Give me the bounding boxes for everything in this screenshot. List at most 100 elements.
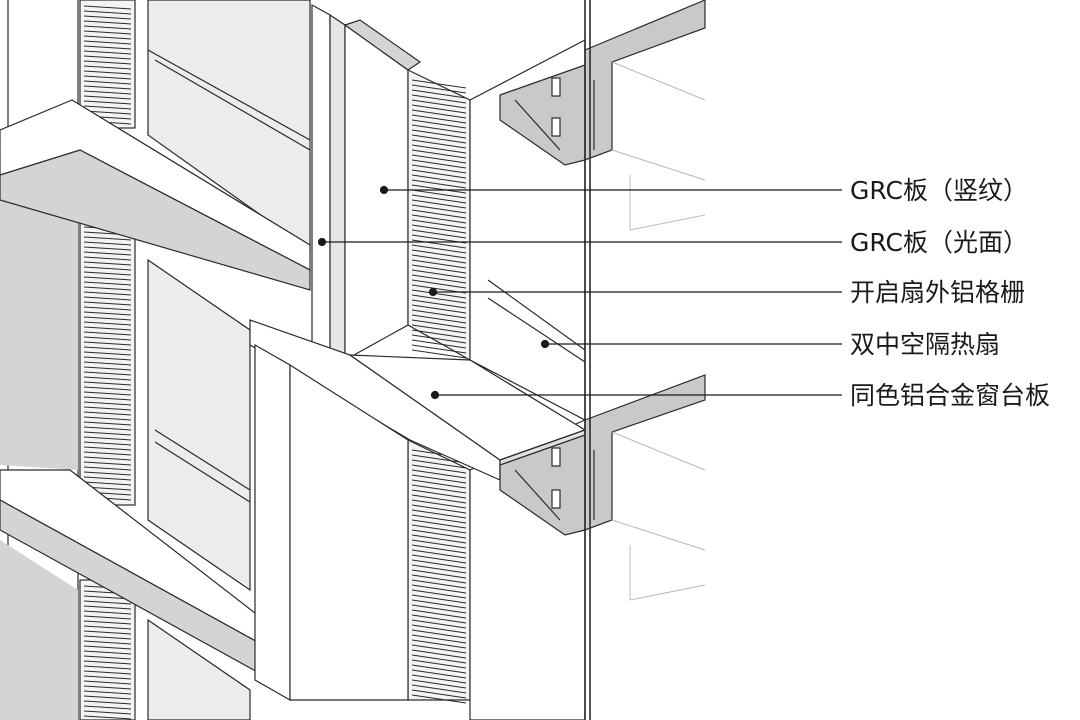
louver-slat	[83, 281, 132, 286]
louver-slat	[411, 479, 467, 489]
louver-slat	[83, 456, 132, 461]
louver-slat	[411, 204, 467, 214]
louver-slat	[83, 426, 132, 431]
louver-slat	[411, 339, 467, 349]
louver-slat	[83, 30, 132, 35]
louver-slat	[411, 224, 467, 234]
louver-slat	[411, 314, 467, 324]
louver-slat	[411, 169, 467, 179]
louver-slat	[411, 684, 467, 694]
louver-slat	[83, 461, 132, 466]
louver-slat	[83, 391, 132, 396]
louver-slat	[83, 610, 132, 615]
louver-slat	[83, 306, 132, 311]
louver-slat	[411, 229, 467, 239]
left-louver-lower	[79, 579, 136, 720]
louver-slat	[411, 324, 467, 334]
left-louver-upper	[79, 0, 136, 129]
louver-slat	[411, 559, 467, 569]
louver-slat	[411, 649, 467, 659]
louver-slat	[411, 279, 467, 289]
louver-slat	[83, 291, 132, 296]
louver-slat	[83, 336, 132, 341]
louver-slat	[83, 316, 132, 321]
louver-slat	[411, 114, 467, 124]
louver-slat	[411, 319, 467, 329]
louver-slat	[83, 251, 132, 256]
louver-slat	[411, 499, 467, 509]
louver-slat	[83, 436, 132, 441]
louver-slat	[411, 534, 467, 544]
louver-slat	[411, 84, 467, 94]
louver-slat	[83, 431, 132, 436]
louver-slat	[411, 469, 467, 479]
louver-slat	[83, 100, 132, 105]
louver-slat	[411, 154, 467, 164]
louver-slat	[411, 104, 467, 114]
louver-slat	[411, 674, 467, 684]
louver-slat	[411, 109, 467, 119]
louver-slat	[83, 640, 132, 645]
louver-slat	[411, 94, 467, 104]
louver-slat	[411, 129, 467, 139]
louver-slat	[83, 356, 132, 361]
louver-slat	[411, 139, 467, 149]
louver-slat	[83, 60, 132, 65]
louver-slat	[411, 529, 467, 539]
louver-slat	[411, 99, 467, 109]
louver-slat	[83, 655, 132, 660]
louver-slat	[83, 256, 132, 261]
window-panels-left	[147, 0, 311, 720]
louver-slat	[83, 40, 132, 45]
callout-leader-sill-board	[430, 390, 842, 400]
louver-slat	[411, 679, 467, 689]
louver-slat	[83, 446, 132, 451]
louver-slat	[411, 549, 467, 559]
louver-slat	[411, 474, 467, 484]
louver-slat	[83, 396, 132, 401]
louver-slat	[411, 484, 467, 494]
louver-slat	[83, 630, 132, 635]
louver-slat	[411, 669, 467, 679]
louver-slat	[83, 635, 132, 640]
louver-slat	[83, 700, 132, 705]
left-louver-middle	[79, 214, 136, 506]
louver-slat	[83, 406, 132, 411]
louver-slat	[83, 605, 132, 610]
louver-slat	[411, 619, 467, 629]
louver-slat	[411, 514, 467, 524]
louver-slat	[83, 35, 132, 40]
louver-slat	[411, 639, 467, 649]
louver-slat	[411, 659, 467, 669]
louver-slat	[83, 236, 132, 241]
grc-panel-lower	[254, 343, 409, 702]
louver-slat	[83, 80, 132, 85]
louver-slat	[83, 271, 132, 276]
louver-slat	[83, 286, 132, 291]
louver-slat	[411, 599, 467, 609]
interior-outline	[611, 61, 706, 601]
louver-slat	[83, 386, 132, 391]
louver-slat	[411, 494, 467, 504]
louver-slat	[83, 401, 132, 406]
louver-slat	[411, 144, 467, 154]
louver-slat	[411, 524, 467, 534]
louver-slat	[411, 454, 467, 464]
louver-slat	[411, 554, 467, 564]
louver-slat	[411, 344, 467, 354]
louver-slat	[411, 574, 467, 584]
louver-slat	[411, 589, 467, 599]
grc-panel-smooth	[311, 3, 346, 366]
louver-slat	[83, 476, 132, 481]
louver-slat	[411, 504, 467, 514]
louver-slat	[411, 184, 467, 194]
louver-slat	[83, 331, 132, 336]
louver-slat	[411, 244, 467, 254]
louver-slat	[411, 159, 467, 169]
louver-slat	[83, 715, 132, 720]
louver-slat	[411, 634, 467, 644]
louver-slat	[83, 15, 132, 20]
louver-slat	[411, 199, 467, 209]
callout-label-grc-smooth: GRC板（光面）	[850, 228, 1028, 257]
grc-panel-ribbed	[343, 19, 422, 362]
